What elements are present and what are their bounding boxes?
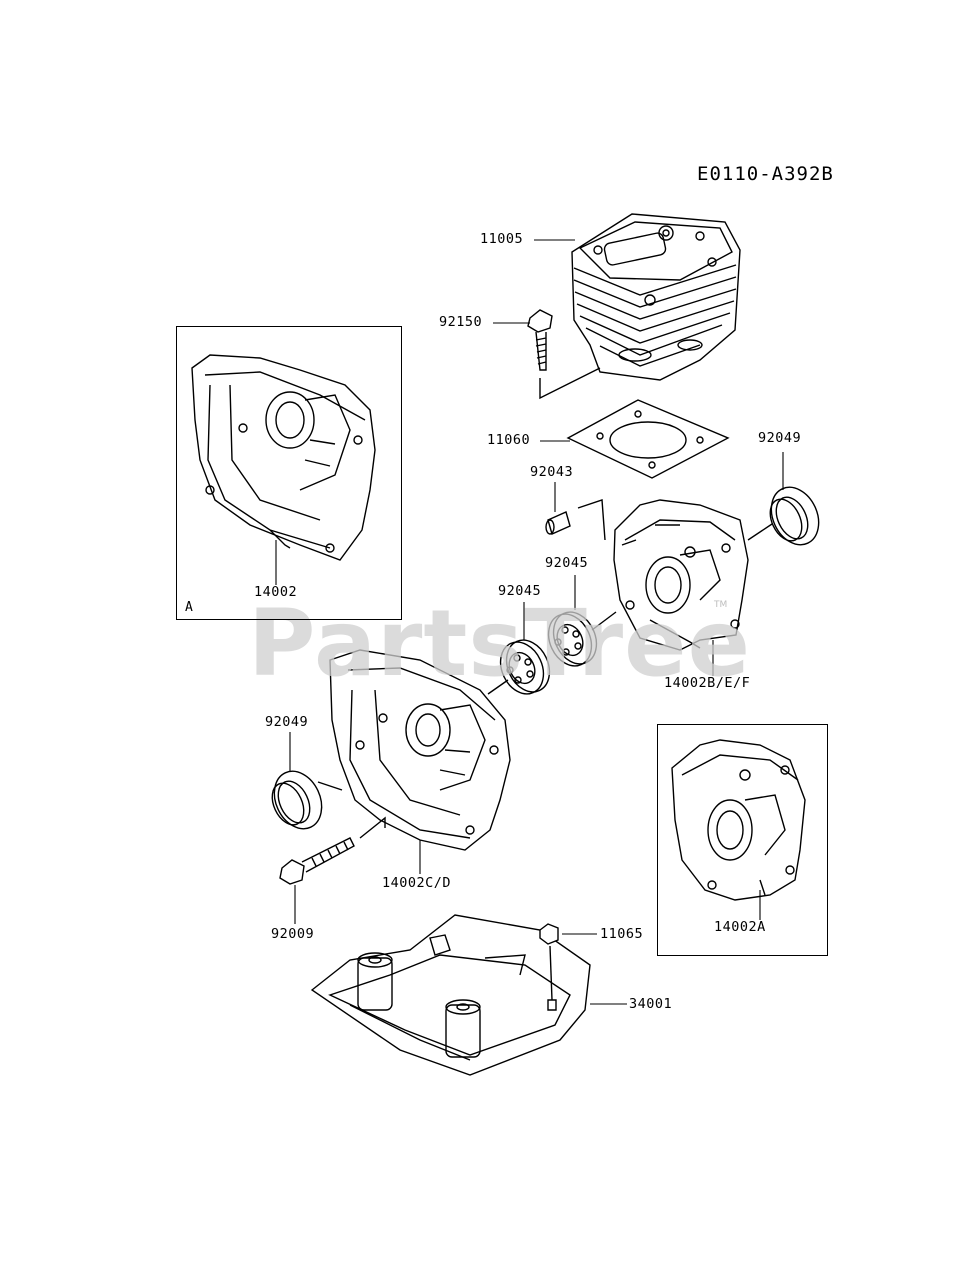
label-oil-seal-left[interactable]: 92049 [265, 714, 309, 730]
label-inset-a-part[interactable]: 14002 [254, 584, 298, 600]
oil-seal-left-drawing [271, 770, 323, 830]
crankcase-right-drawing [613, 499, 749, 651]
crankcase-left-drawing [317, 649, 511, 851]
leader-lines [275, 239, 784, 1005]
gasket-drawing [566, 399, 730, 479]
label-pin[interactable]: 92043 [530, 464, 574, 480]
inset-a-drawing [191, 354, 376, 561]
bearing-left-drawing [487, 639, 551, 695]
label-crankcase-left[interactable]: 14002C/D [382, 875, 452, 891]
label-inset-b-part[interactable]: 14002A [714, 919, 766, 935]
diagram-code: E0110-A392B [697, 163, 834, 185]
label-crankcase-bolt[interactable]: 92009 [271, 926, 315, 942]
label-crankcase-right[interactable]: 14002B/E/F [664, 675, 751, 691]
watermark-trademark: TM [714, 600, 728, 610]
label-cap[interactable]: 11065 [600, 926, 644, 942]
cylinder-bolt-drawing [527, 309, 601, 400]
cover-drawing [310, 914, 591, 1076]
label-cylinder-bolt[interactable]: 92150 [439, 314, 483, 330]
oil-seal-right-drawing [747, 486, 820, 546]
inset-b-drawing [671, 739, 806, 901]
crankcase-bolt-drawing [279, 816, 386, 885]
bearing-right-drawing [547, 611, 617, 667]
cap-drawing [539, 923, 559, 1001]
cylinder-drawing [571, 213, 741, 381]
label-bearing-right[interactable]: 92045 [545, 555, 589, 571]
label-gasket[interactable]: 11060 [487, 432, 531, 448]
label-bearing-left[interactable]: 92045 [498, 583, 542, 599]
label-oil-seal-right[interactable]: 92049 [758, 430, 802, 446]
inset-a-box: A 14002 [176, 326, 402, 620]
label-cylinder[interactable]: 11005 [480, 231, 524, 247]
watermark: PartsTree [248, 590, 751, 697]
label-cover[interactable]: 34001 [629, 996, 673, 1012]
pin-drawing [545, 499, 606, 541]
inset-b-box: 14002A [657, 724, 828, 956]
inset-a-letter: A [185, 600, 193, 615]
